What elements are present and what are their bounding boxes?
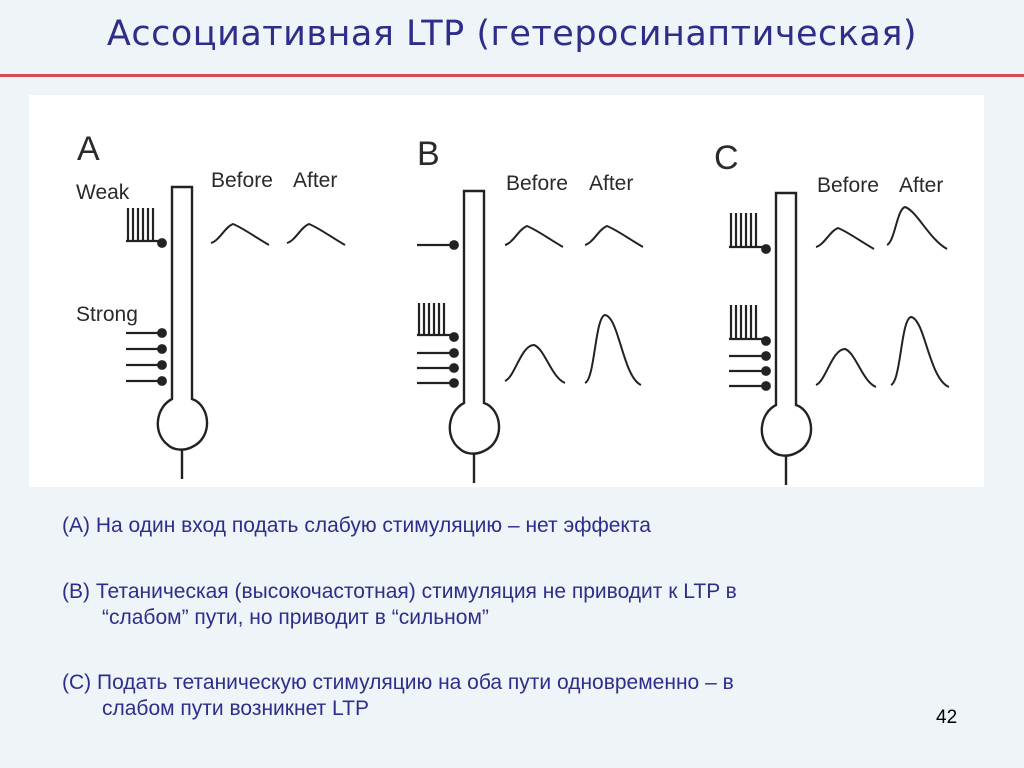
panel-c: C Before After: [714, 139, 950, 487]
panel-b-weak-epsp-before: [504, 224, 564, 248]
caption-b-line2: “слабом” пути, но приводит в “сильном”: [102, 606, 489, 629]
slide-title: Ассоциативная LTP (гетеросинаптическая): [106, 14, 918, 54]
panel-c-weak-tetanic-input: [729, 213, 771, 254]
ltp-diagram-figure: A Weak Strong Before After: [29, 95, 984, 487]
panel-a-weak-tetanic-input: [126, 208, 167, 248]
panel-a: A Weak Strong Before After: [76, 130, 346, 481]
panel-b-before-label: Before: [506, 172, 568, 195]
caption-b-line1: (В) Тетаническая (высокочастотная) стиму…: [62, 580, 737, 603]
title-divider: [0, 74, 1024, 77]
panel-b-strong-epsp-after: [584, 313, 642, 386]
caption-b: (В) Тетаническая (высокочастотная) стиму…: [62, 579, 922, 631]
panel-c-strong-epsp-after: [890, 315, 950, 388]
panel-b-weak-input: [417, 240, 459, 250]
panel-b: B Before After: [417, 135, 644, 485]
caption-c: (С) Подать тетаническую стимуляцию на об…: [62, 670, 922, 722]
panel-a-letter: A: [77, 130, 100, 168]
panel-b-weak-epsp-after: [584, 224, 644, 248]
panel-b-after-label: After: [589, 172, 633, 195]
slide-number: 42: [936, 707, 958, 728]
caption-c-line2: слабом пути возникнет LTP: [102, 697, 369, 720]
panel-c-before-label: Before: [817, 174, 879, 197]
panel-a-strong-inputs: [126, 328, 167, 386]
panel-c-weak-epsp-after: [886, 205, 948, 250]
panel-c-letter: C: [714, 139, 739, 177]
caption-a-text: (А) На один вход подать слабую стимуляци…: [62, 514, 651, 537]
caption-a: (А) На один вход подать слабую стимуляци…: [62, 513, 922, 539]
panel-c-weak-epsp-before: [815, 226, 875, 250]
panel-b-strong-epsp-before: [504, 343, 566, 384]
panel-b-letter: B: [417, 135, 440, 173]
ltp-diagram-svg: A Weak Strong Before After: [76, 130, 950, 487]
panel-a-weak-epsp-before: [210, 222, 270, 246]
caption-c-line1: (С) Подать тетаническую стимуляцию на об…: [62, 671, 734, 694]
panel-a-before-label: Before: [211, 169, 273, 192]
strong-label: Strong: [76, 303, 138, 326]
panel-a-weak-epsp-after: [286, 222, 346, 246]
panel-b-strong-tetanic-inputs: [417, 303, 459, 388]
weak-label: Weak: [76, 181, 130, 204]
panel-c-strong-epsp-before: [815, 347, 877, 388]
panel-c-after-label: After: [899, 174, 943, 197]
panel-c-strong-tetanic-inputs: [729, 305, 771, 391]
panel-a-after-label: After: [293, 169, 337, 192]
